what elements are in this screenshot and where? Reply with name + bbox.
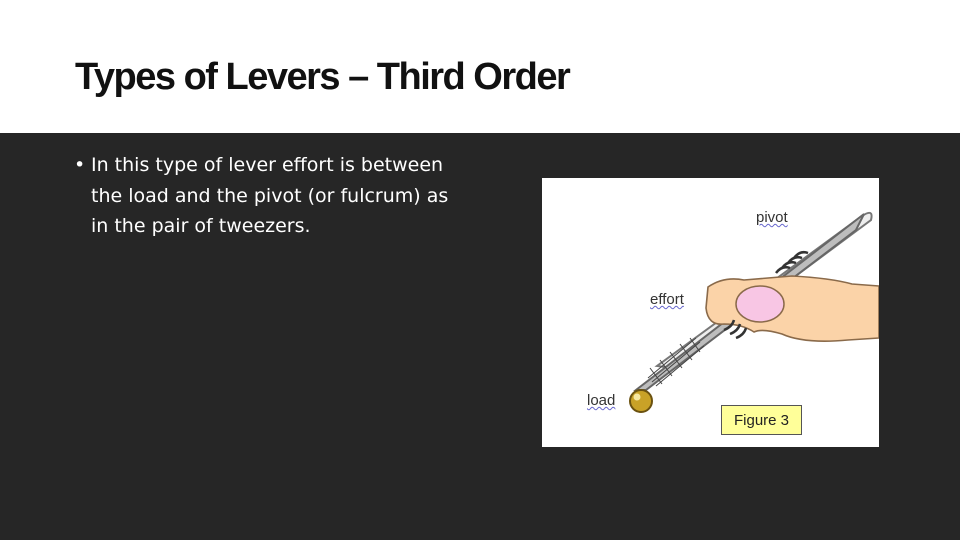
grip-ridges-icon	[775, 250, 809, 274]
load-highlight-icon	[633, 393, 641, 401]
bullet-dot-icon: •	[74, 154, 86, 176]
slide-title: Types of Levers – Third Order	[75, 56, 571, 98]
effort-label: effort	[650, 291, 684, 308]
load-label: load	[587, 392, 616, 409]
pivot-label: pivot	[756, 209, 788, 226]
tweezers-figure: pivot effort load Figure 3	[542, 178, 879, 447]
fingernail-icon	[735, 285, 785, 323]
load-ball-icon	[629, 389, 653, 413]
effort-ridges-icon	[723, 319, 748, 340]
bullet-item: • In this type of lever effort is betwee…	[74, 150, 494, 242]
hand-icon	[705, 275, 879, 342]
figure-caption: Figure 3	[721, 405, 802, 435]
tweezers-illustration	[629, 211, 879, 413]
slide-header: Types of Levers – Third Order	[0, 0, 960, 133]
crosshatch-grip-icon	[647, 337, 705, 387]
bullet-text: In this type of lever effort is between …	[91, 154, 449, 237]
slide-body: • In this type of lever effort is betwee…	[0, 133, 960, 540]
